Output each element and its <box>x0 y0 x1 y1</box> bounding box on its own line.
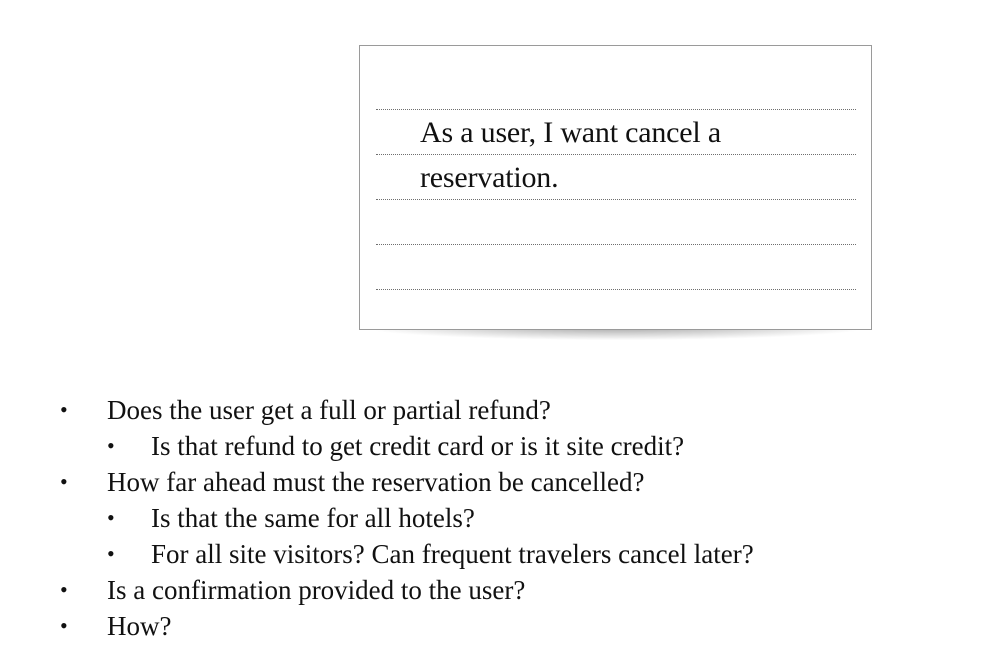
bullet-icon: • <box>107 541 115 566</box>
bullet-icon: • <box>60 397 68 422</box>
story-card-text: As a user, I want cancel a reservation. <box>420 116 721 194</box>
sub-question-text: Is that refund to get credit card or is … <box>151 431 685 461</box>
sub-question-item: • For all site visitors? Can frequent tr… <box>0 536 1004 572</box>
question-text: How far ahead must the reservation be ca… <box>107 467 645 497</box>
bullet-icon: • <box>60 469 68 494</box>
question-item: • How? <box>0 608 1004 644</box>
card-rule-line <box>376 199 856 200</box>
card-rule-line <box>376 154 856 155</box>
question-list: • Does the user get a full or partial re… <box>0 392 1004 644</box>
card-rule-line <box>376 109 856 110</box>
bullet-icon: • <box>60 577 68 602</box>
card-rule-line <box>376 289 856 290</box>
question-text: Is a confirmation provided to the user? <box>107 575 526 605</box>
card-rule-line <box>376 244 856 245</box>
story-card: As a user, I want cancel a reservation. <box>359 45 872 330</box>
question-item: • Is a confirmation provided to the user… <box>0 572 1004 608</box>
bullet-icon: • <box>60 613 68 638</box>
sub-question-text: Is that the same for all hotels? <box>151 503 475 533</box>
sub-question-text: For all site visitors? Can frequent trav… <box>151 539 754 569</box>
sub-question-item: • Is that the same for all hotels? <box>0 500 1004 536</box>
question-item: • Does the user get a full or partial re… <box>0 392 1004 428</box>
question-item: • How far ahead must the reservation be … <box>0 464 1004 500</box>
bullet-icon: • <box>107 433 115 458</box>
bullet-icon: • <box>107 505 115 530</box>
question-text: How? <box>107 611 172 641</box>
sub-question-item: • Is that refund to get credit card or i… <box>0 428 1004 464</box>
question-text: Does the user get a full or partial refu… <box>107 395 551 425</box>
